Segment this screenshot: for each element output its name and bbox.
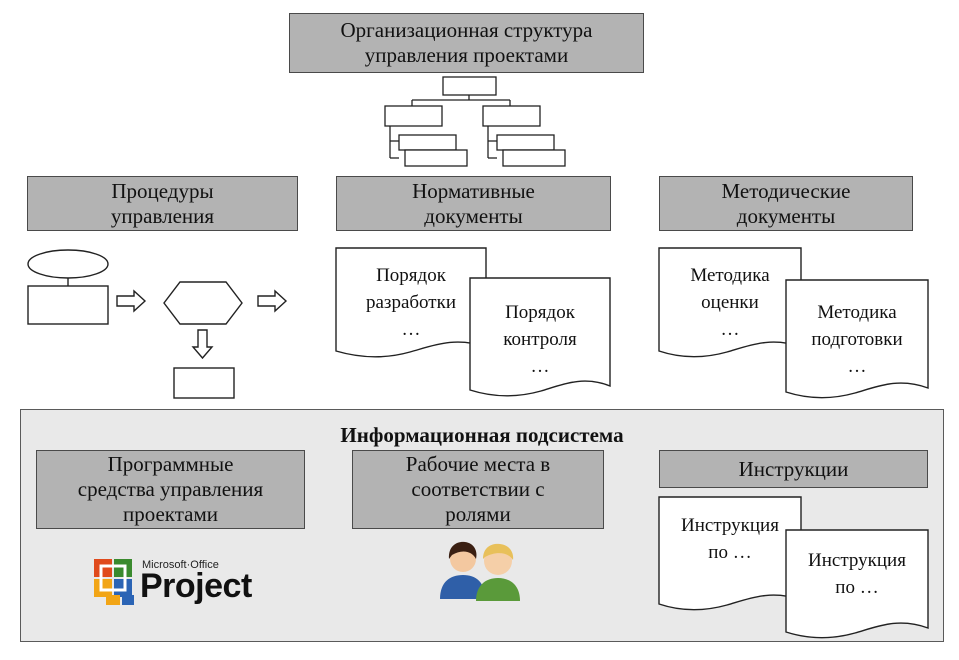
doc-assess-method-text: Методика оценки … [690,265,770,340]
org-chart-icon [384,76,566,167]
methodic-label: Методические документы [721,178,851,228]
normative-header: Нормативные документы [336,176,611,231]
software-box: Программные средства управления проектам… [36,450,305,529]
doc-dev-order-text: Порядок разработки … [366,265,456,340]
procedures-header: Процедуры управления [27,176,298,231]
doc-prep-method-shape [785,279,929,399]
ms-project-logo-icon: Microsoft·Office Project [92,553,257,615]
org-structure-box: Организационная структура управления про… [289,13,644,73]
doc-instr2-shape [785,529,929,639]
users-icon [440,541,520,601]
instructions-label: Инструкции [738,456,849,481]
procedures-label: Процедуры управления [110,178,215,228]
flowchart-icon [27,249,288,399]
doc-control-order-shape [469,277,611,397]
workplaces-label: Рабочие места в соответствии с ролями [405,452,551,526]
methodic-header: Методические документы [659,176,913,231]
doc-instr2-text: Инструкция по … [808,550,906,598]
doc-instr1-text: Инструкция по … [681,515,779,563]
logo-big-text: Project [140,567,252,605]
info-subsystem-title: Информационная подсистема [340,423,624,447]
normative-label: Нормативные документы [412,178,535,228]
doc-control-order-text: Порядок контроля … [503,302,577,377]
org-structure-label: Организационная структура управления про… [340,18,593,67]
instructions-header: Инструкции [659,450,928,488]
workplaces-box: Рабочие места в соответствии с ролями [352,450,604,529]
doc-prep-method-text: Методика подготовки … [811,302,903,377]
logo-small-text: Microsoft·Office [142,559,219,571]
software-label: Программные средства управления проектам… [77,452,264,526]
